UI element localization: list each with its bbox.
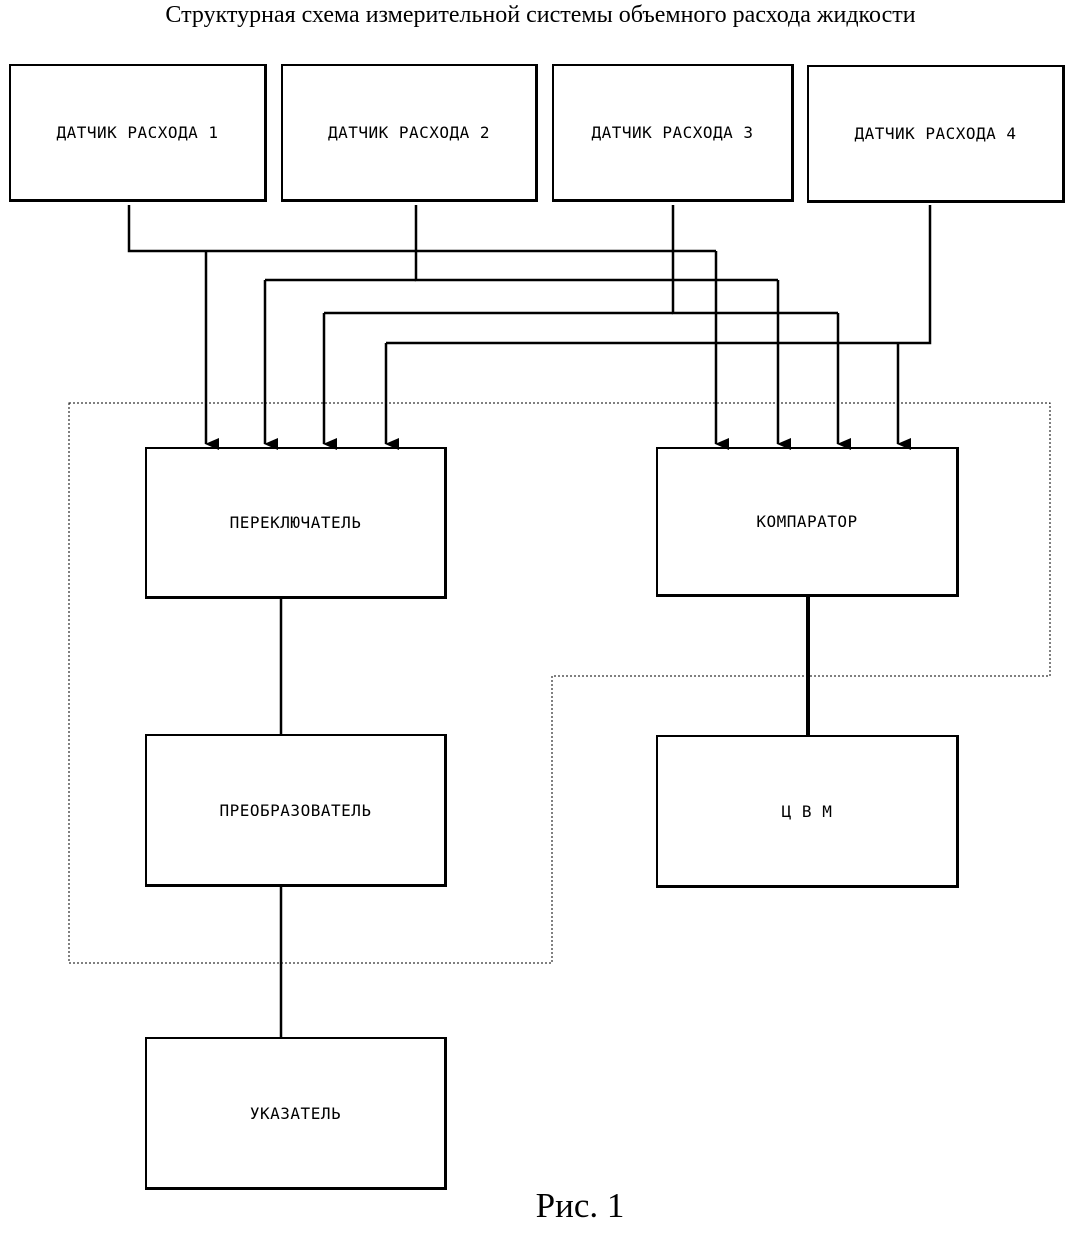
wire-sensor4: [386, 205, 932, 345]
sensor-3-block: ДАТЧИК РАСХОДА 3: [552, 64, 794, 202]
sensor-1-block: ДАТЧИК РАСХОДА 1: [9, 64, 267, 202]
switch-block: ПЕРЕКЛЮЧАТЕЛЬ: [145, 447, 447, 599]
converter-block: ПРЕОБРАЗОВАТЕЛЬ: [145, 734, 447, 887]
figure-caption: Рис. 1: [535, 1186, 625, 1225]
sensor-4-block: ДАТЧИК РАСХОДА 4: [807, 65, 1065, 203]
wire-sensor1: [127, 205, 716, 253]
indicator-block: УКАЗАТЕЛЬ: [145, 1037, 447, 1190]
computer-block: Ц В М: [656, 735, 959, 888]
wire-sensor2: [414, 205, 778, 282]
sensor-2-block: ДАТЧИК РАСХОДА 2: [281, 64, 538, 202]
diagram-title: Структурная схема измерительной системы …: [165, 2, 916, 28]
wire-sensor3: [671, 205, 838, 315]
system-boundary: [68, 402, 1051, 964]
comparator-block: КОМПАРАТОР: [656, 447, 959, 597]
